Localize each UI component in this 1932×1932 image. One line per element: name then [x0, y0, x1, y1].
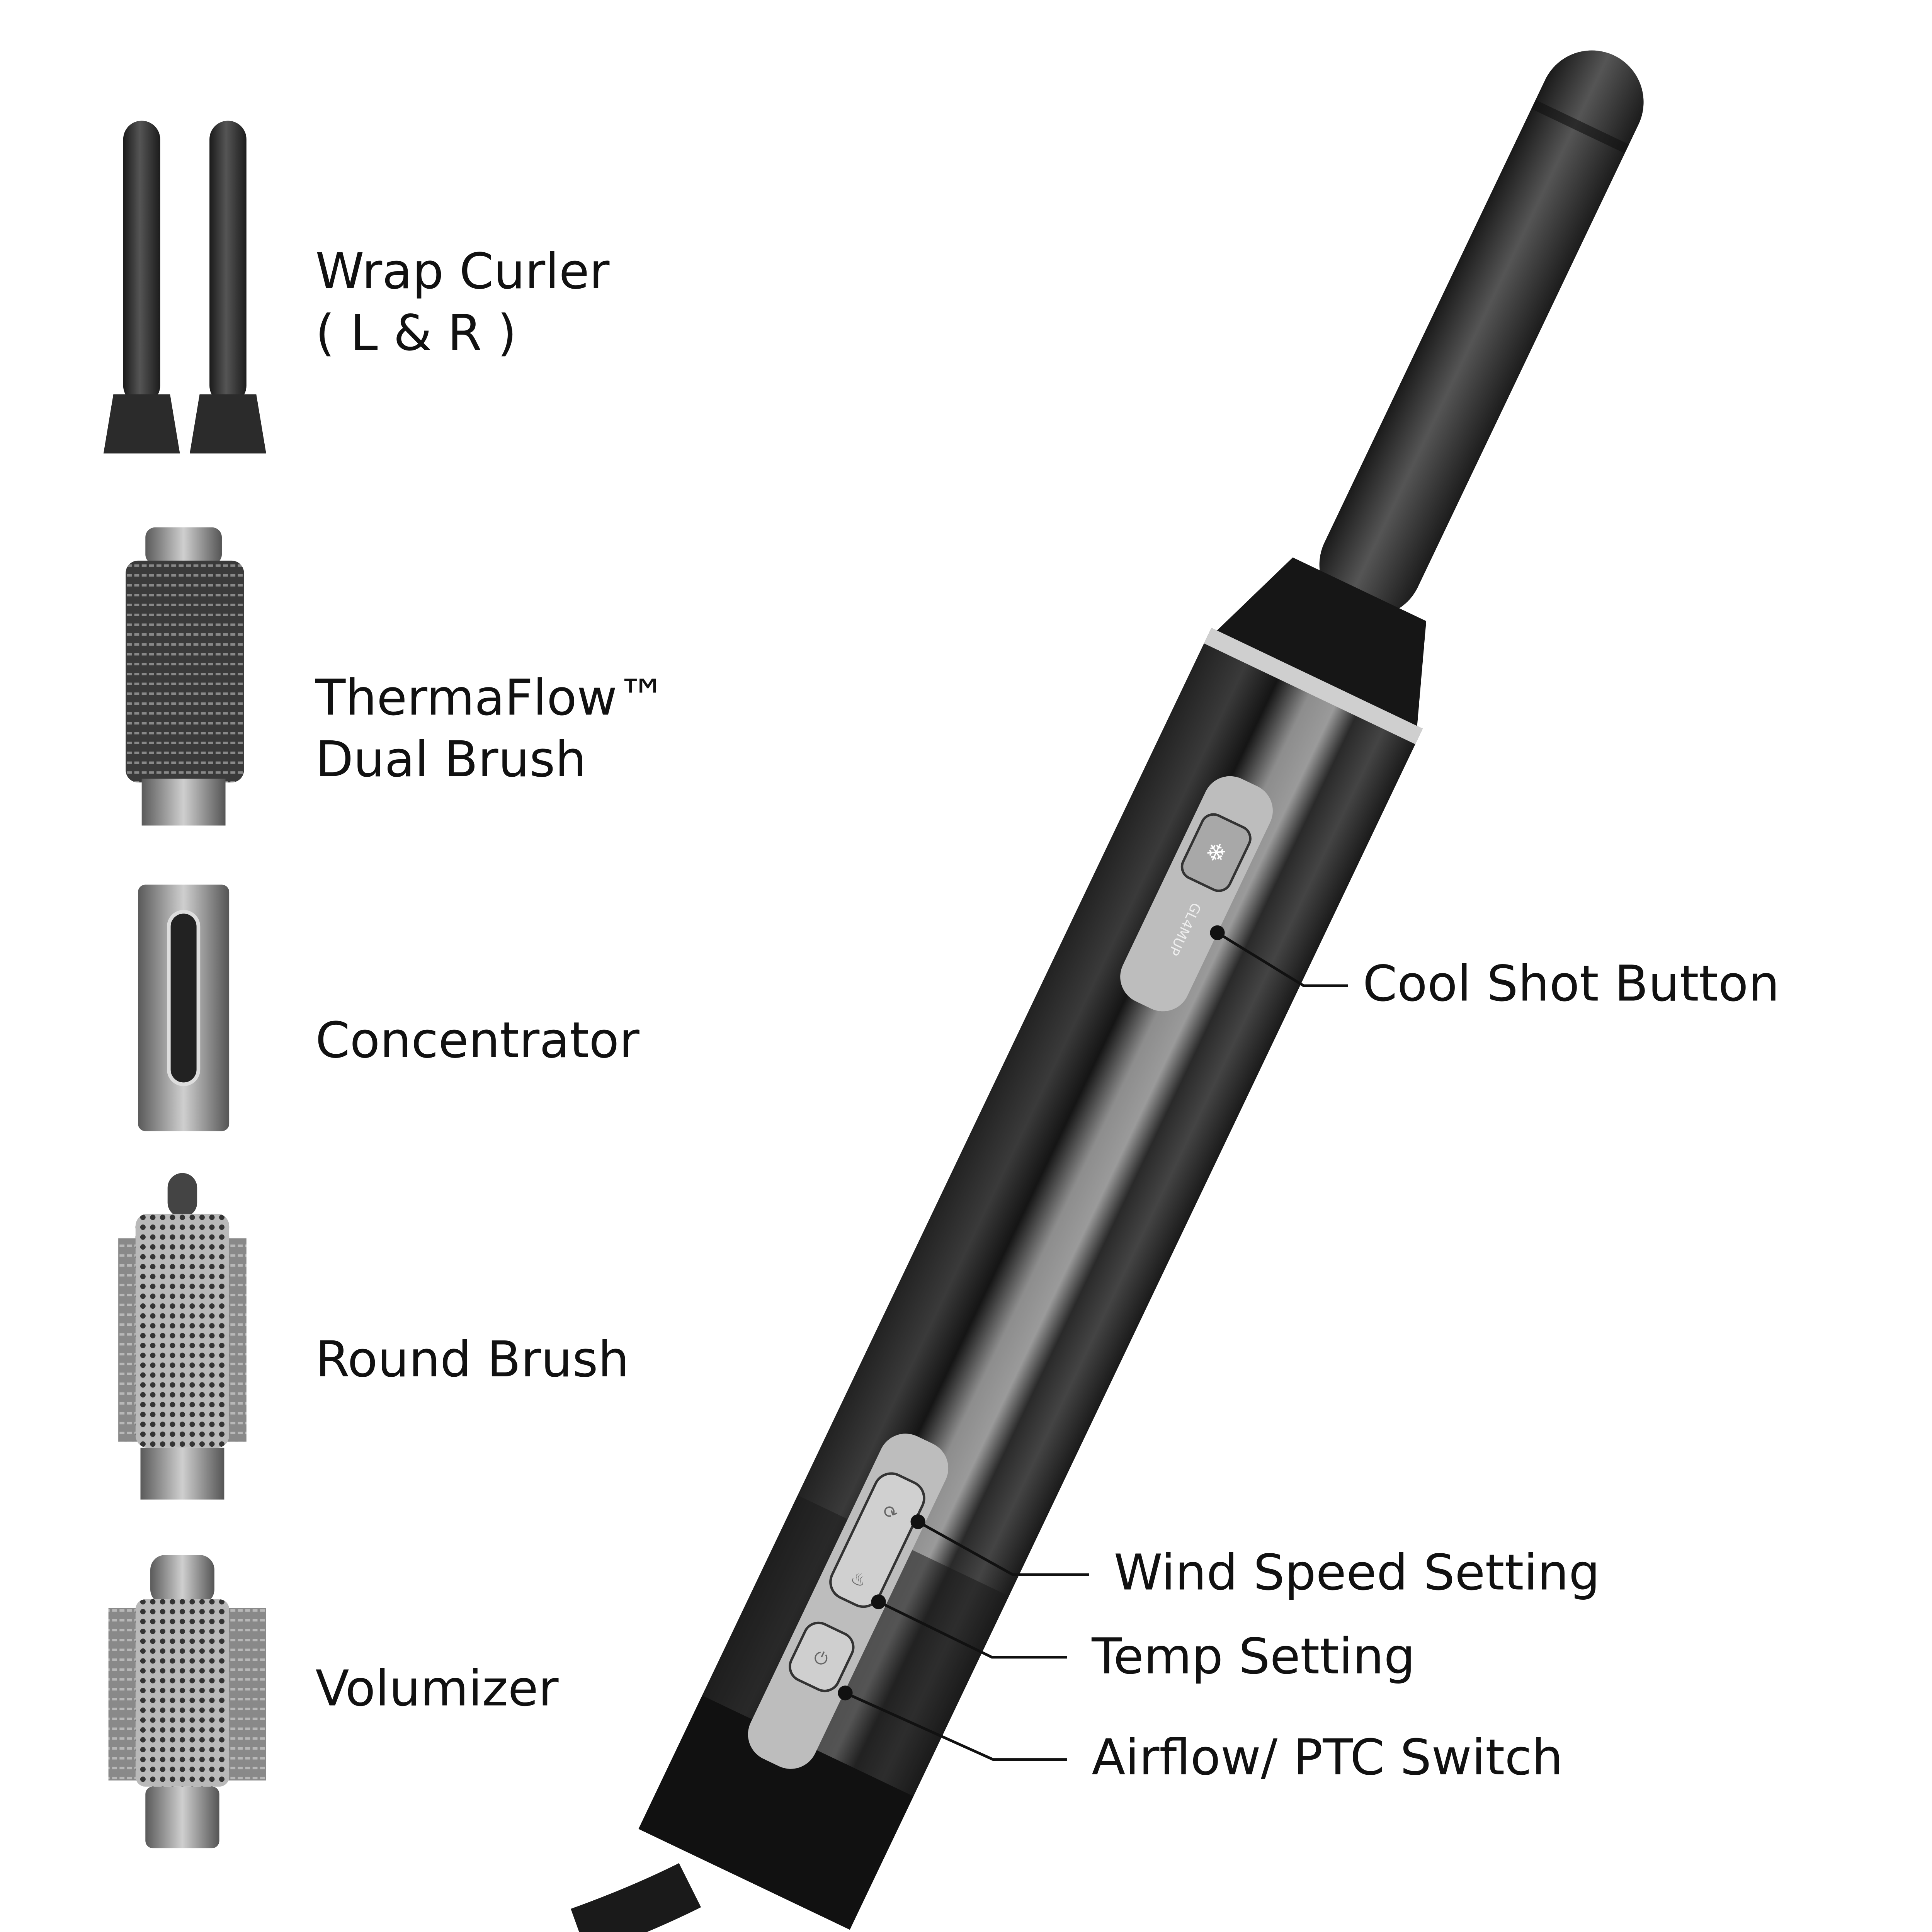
- label-concentrator: Concentrator: [315, 1012, 639, 1069]
- concentrator-image: [138, 884, 230, 1131]
- label-round-brush: Round Brush: [315, 1331, 629, 1388]
- label-wrap-curler-sides: ( L & R ): [315, 305, 517, 362]
- callout-cool-shot: Cool Shot Button: [1363, 955, 1780, 1012]
- leader-lines: [838, 925, 1348, 1761]
- label-wrap-curler: Wrap Curler: [315, 243, 610, 300]
- speed-temp-rocker[interactable]: [825, 1468, 930, 1612]
- airstyler-wand: ❄ GL4MUP ⟳ ♨ ⏻: [638, 50, 1644, 1930]
- volumizer-image: [108, 1555, 266, 1849]
- label-volumizer: Volumizer: [315, 1660, 559, 1717]
- thermaflow-dual-brush-image: [126, 527, 244, 826]
- wrap-curler-image: [103, 121, 266, 454]
- round-brush-image: [118, 1173, 247, 1500]
- label-dual-brush: Dual Brush: [315, 731, 586, 788]
- label-thermaflow: ThermaFlow™: [315, 669, 667, 726]
- power-switch[interactable]: [785, 1618, 859, 1696]
- callout-airflow: Airflow/ PTC Switch: [1092, 1729, 1563, 1786]
- callout-wind-speed: Wind Speed Setting: [1114, 1544, 1600, 1602]
- callout-temp: Temp Setting: [1091, 1628, 1415, 1685]
- power-cord: [571, 1863, 701, 1932]
- cool-shot-button[interactable]: [1178, 810, 1254, 895]
